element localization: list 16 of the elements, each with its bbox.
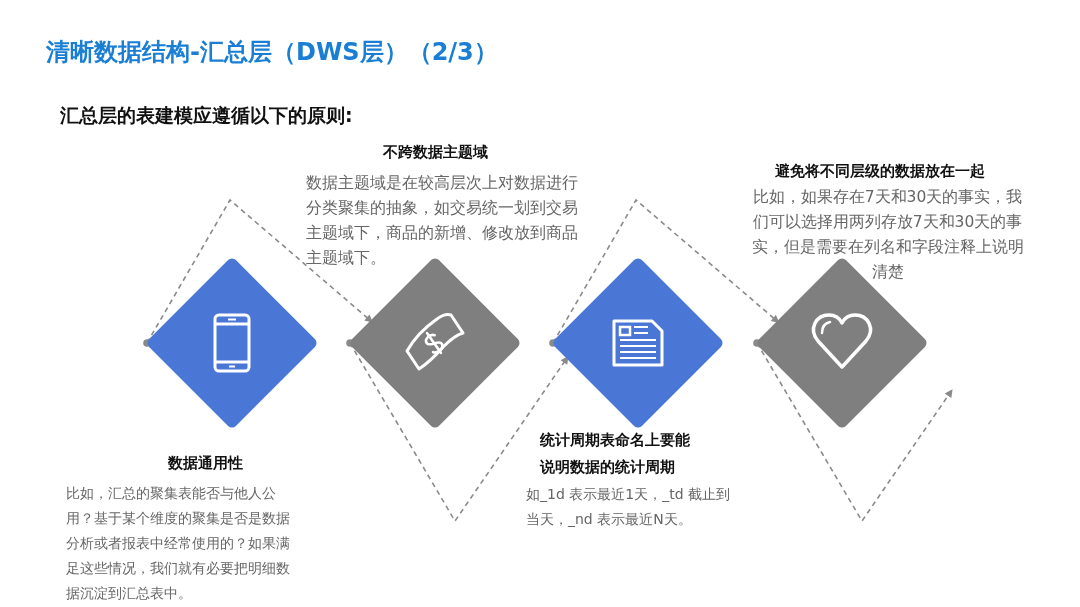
heading: 不跨数据主题域: [381, 142, 489, 163]
description: 比如，如果存在7天和30天的事实，我们可以选择用两列存放7天和30天的事实，但是需要在列名和字段注释上说明清楚: [750, 187, 1025, 283]
description: 比如，汇总的聚集表能否与他人公用？基于某个维度的聚集是否是数据分析或者报表中经常使用的？如果满足这些情况，我们就有必要把明细数据沉淀到汇总表中。: [66, 484, 291, 603]
diamond-shape: [757, 258, 927, 428]
diamond-shape: [553, 258, 723, 428]
dashed-arrow: [346, 339, 569, 523]
heading: 避免将不同层级的数据放在一起: [774, 161, 986, 182]
dashed-arrow: [549, 198, 780, 347]
dashed-arrow: [753, 339, 953, 523]
title: 清晰数据结构-汇总层（DWS层）（2/3）: [46, 37, 498, 68]
description: 数据主题域是在较高层次上对数据进行分类聚集的抽象，如交易统一划到交易主题域下，商品的新增、修改放到商品主题域下。: [306, 172, 579, 269]
subtitle: 汇总层的表建模应遵循以下的原则:: [60, 103, 353, 128]
description: 如_1d 表示最近1天，_td 截止到当天，_nd 表示最近N天。: [526, 485, 731, 529]
heading: 数据通用性: [167, 453, 244, 474]
heading: 统计周期表命名上要能说明数据的统计周期: [540, 430, 690, 478]
dashed-arrow: [143, 198, 373, 347]
